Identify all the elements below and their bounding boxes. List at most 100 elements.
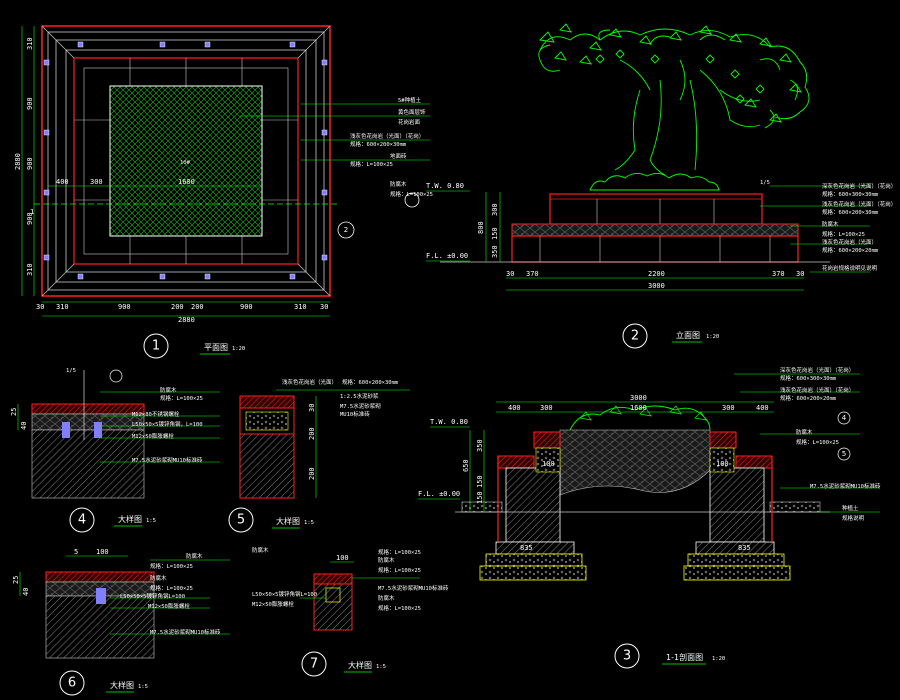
svg-text:1: 1 <box>152 339 160 354</box>
detail4-notes: 防腐木 规格：L=100×25 M12×80不锈钢螺栓 L50×50×5镀锌角钢… <box>100 386 220 464</box>
plan-detail-tag <box>337 221 355 239</box>
sect-left-dims: 350 650 150 150 <box>462 430 485 512</box>
svg-text:5: 5 <box>237 513 245 528</box>
svg-text:规格：600×200×30mm: 规格：600×200×30mm <box>350 140 407 148</box>
view2-scale: 1:20 <box>706 334 719 340</box>
plan-inner-dims: 400 300 1600 <box>48 178 262 187</box>
elev-level-top: T.W. 0.80 <box>426 182 464 190</box>
svg-text:深灰色花岗岩（光面）（花岗）: 深灰色花岗岩（光面）（花岗） <box>822 182 896 190</box>
svg-text:900: 900 <box>26 212 34 225</box>
svg-text:2200: 2200 <box>648 270 665 278</box>
svg-text:200: 200 <box>171 303 184 311</box>
svg-text:规格：600×300×30mm: 规格：600×300×30mm <box>822 190 879 198</box>
svg-text:40: 40 <box>22 588 30 596</box>
view2-title: 立面图 <box>676 330 700 340</box>
view4-number-circle <box>69 507 95 533</box>
plan-outer-frame <box>41 25 331 297</box>
svg-text:3000: 3000 <box>648 282 665 290</box>
svg-text:835: 835 <box>520 544 533 552</box>
plan-section-mark: 1 <box>30 208 34 216</box>
sect-top-dims: 3000 400 300 1600 300 400 <box>496 394 774 413</box>
svg-text:30: 30 <box>506 270 514 278</box>
svg-text:5: 5 <box>842 450 846 458</box>
svg-text:种植土: 种植土 <box>842 504 859 512</box>
svg-text:L50×50×5镀锌角钢L=100: L50×50×5镀锌角钢L=100 <box>252 590 317 598</box>
detail-5: 浅灰色花岗岩（光面） 规格：600×200×30mm 1:2.5水泥砂浆 M7.… <box>228 378 410 533</box>
plan-planting-bed <box>109 85 263 237</box>
svg-text:L50×50×5镀锌角钢，L=100: L50×50×5镀锌角钢，L=100 <box>132 420 203 428</box>
view1-scale: 1:20 <box>232 346 245 352</box>
svg-text:规格：L=100×25: 规格：L=100×25 <box>378 566 421 574</box>
svg-text:黄色面层饰: 黄色面层饰 <box>398 108 426 116</box>
svg-text:300: 300 <box>90 178 103 186</box>
svg-text:310: 310 <box>26 37 34 50</box>
svg-text:防腐木: 防腐木 <box>378 556 395 564</box>
svg-text:规格：600×200×30mm: 规格：600×200×30mm <box>342 378 399 386</box>
svg-text:地面砖: 地面砖 <box>390 152 407 160</box>
svg-text:310: 310 <box>294 303 307 311</box>
svg-text:L50×50×5镀锌角钢L=100: L50×50×5镀锌角钢L=100 <box>120 592 185 600</box>
svg-text:浅灰色花岗岩（光面）: 浅灰色花岗岩（光面） <box>282 378 337 386</box>
elev-left-dims: 300 800 150 350 <box>477 192 501 262</box>
svg-text:400: 400 <box>56 178 69 186</box>
view3-number-circle <box>614 643 640 669</box>
svg-text:900: 900 <box>240 303 253 311</box>
svg-text:规格：L=100×25: 规格：L=100×25 <box>796 438 839 446</box>
svg-text:1/5: 1/5 <box>760 180 770 186</box>
svg-text:4: 4 <box>78 513 86 528</box>
svg-text:150: 150 <box>476 475 484 488</box>
svg-text:M7.5水泥砂浆砌MU10标准砖: M7.5水泥砂浆砌MU10标准砖 <box>810 482 881 490</box>
svg-text:25: 25 <box>12 576 20 584</box>
svg-text:M7.5水泥砂浆砌MU10标准砖: M7.5水泥砂浆砌MU10标准砖 <box>132 456 203 464</box>
svg-text:规格：L=100×25: 规格：L=100×25 <box>150 562 193 570</box>
svg-text:5: 5 <box>74 548 78 556</box>
view6-number-circle <box>59 670 85 696</box>
svg-text:400: 400 <box>508 404 521 412</box>
svg-text:M12×50膨胀螺栓: M12×50膨胀螺栓 <box>132 432 174 440</box>
svg-text:30: 30 <box>320 303 328 311</box>
svg-text:M12×50膨胀螺栓: M12×50膨胀螺栓 <box>148 602 190 610</box>
svg-text:深灰色花岗岩（光面）（花岗）: 深灰色花岗岩（光面）（花岗） <box>780 366 854 374</box>
svg-text:M12×50膨胀螺栓: M12×50膨胀螺栓 <box>252 600 294 608</box>
svg-text:3000: 3000 <box>630 394 647 402</box>
svg-text:800: 800 <box>477 221 485 234</box>
view5-title: 大样图 <box>276 516 300 526</box>
detail6-notes: 防腐木 规格：L=100×25 防腐木 规格：L=100×25 L50×50×5… <box>110 552 230 636</box>
svg-text:4: 4 <box>842 414 847 422</box>
plan-notes: 5#种植土 黄色面层饰 花岗岩面 浅灰色花岗岩（光面）（花岗） 规格：600×2… <box>240 96 433 198</box>
svg-text:2: 2 <box>631 329 639 344</box>
svg-text:30: 30 <box>36 303 44 311</box>
svg-text:1:5: 1:5 <box>376 664 386 670</box>
svg-text:350: 350 <box>476 439 484 452</box>
view3-title: 1-1剖面图 <box>666 652 703 662</box>
svg-text:350: 350 <box>491 245 499 258</box>
svg-text:5#种植土: 5#种植土 <box>398 96 422 104</box>
svg-text:40: 40 <box>20 422 28 430</box>
svg-text:300: 300 <box>540 404 553 412</box>
svg-text:1:5: 1:5 <box>304 520 314 526</box>
svg-text:100: 100 <box>96 548 109 556</box>
svg-text:防腐木: 防腐木 <box>390 180 407 188</box>
svg-text:200: 200 <box>191 303 204 311</box>
svg-text:浅灰色花岗岩（光面）（花岗）: 浅灰色花岗岩（光面）（花岗） <box>350 132 424 140</box>
svg-text:M12×80不锈钢螺栓: M12×80不锈钢螺栓 <box>132 410 180 418</box>
svg-text:防腐木: 防腐木 <box>796 428 813 436</box>
svg-text:650: 650 <box>462 459 470 472</box>
svg-text:900: 900 <box>26 157 34 170</box>
svg-text:100: 100 <box>542 460 555 468</box>
svg-text:100: 100 <box>336 554 349 562</box>
plan-view: 10# 1 400 300 1600 30 310 900 200 200 90… <box>14 25 433 359</box>
svg-text:M7.5水泥砂浆砌MU10标准砖: M7.5水泥砂浆砌MU10标准砖 <box>378 584 449 592</box>
svg-text:规格：L=100×25: 规格：L=100×25 <box>378 548 421 556</box>
svg-text:100: 100 <box>716 460 729 468</box>
svg-text:规格：600×200×30mm: 规格：600×200×30mm <box>822 208 879 216</box>
view2-number-circle <box>622 323 648 349</box>
svg-text:3: 3 <box>623 649 631 664</box>
svg-text:规格：600×200×20mm: 规格：600×200×20mm <box>780 394 837 402</box>
svg-text:浅灰色花岗岩（光面）: 浅灰色花岗岩（光面） <box>822 238 877 246</box>
svg-text:规格：L=100×25: 规格：L=100×25 <box>160 394 203 402</box>
svg-text:防腐木: 防腐木 <box>378 594 395 602</box>
svg-text:规格：L=100×25: 规格：L=100×25 <box>390 190 433 198</box>
svg-text:防腐木: 防腐木 <box>822 220 839 228</box>
svg-text:370: 370 <box>526 270 539 278</box>
